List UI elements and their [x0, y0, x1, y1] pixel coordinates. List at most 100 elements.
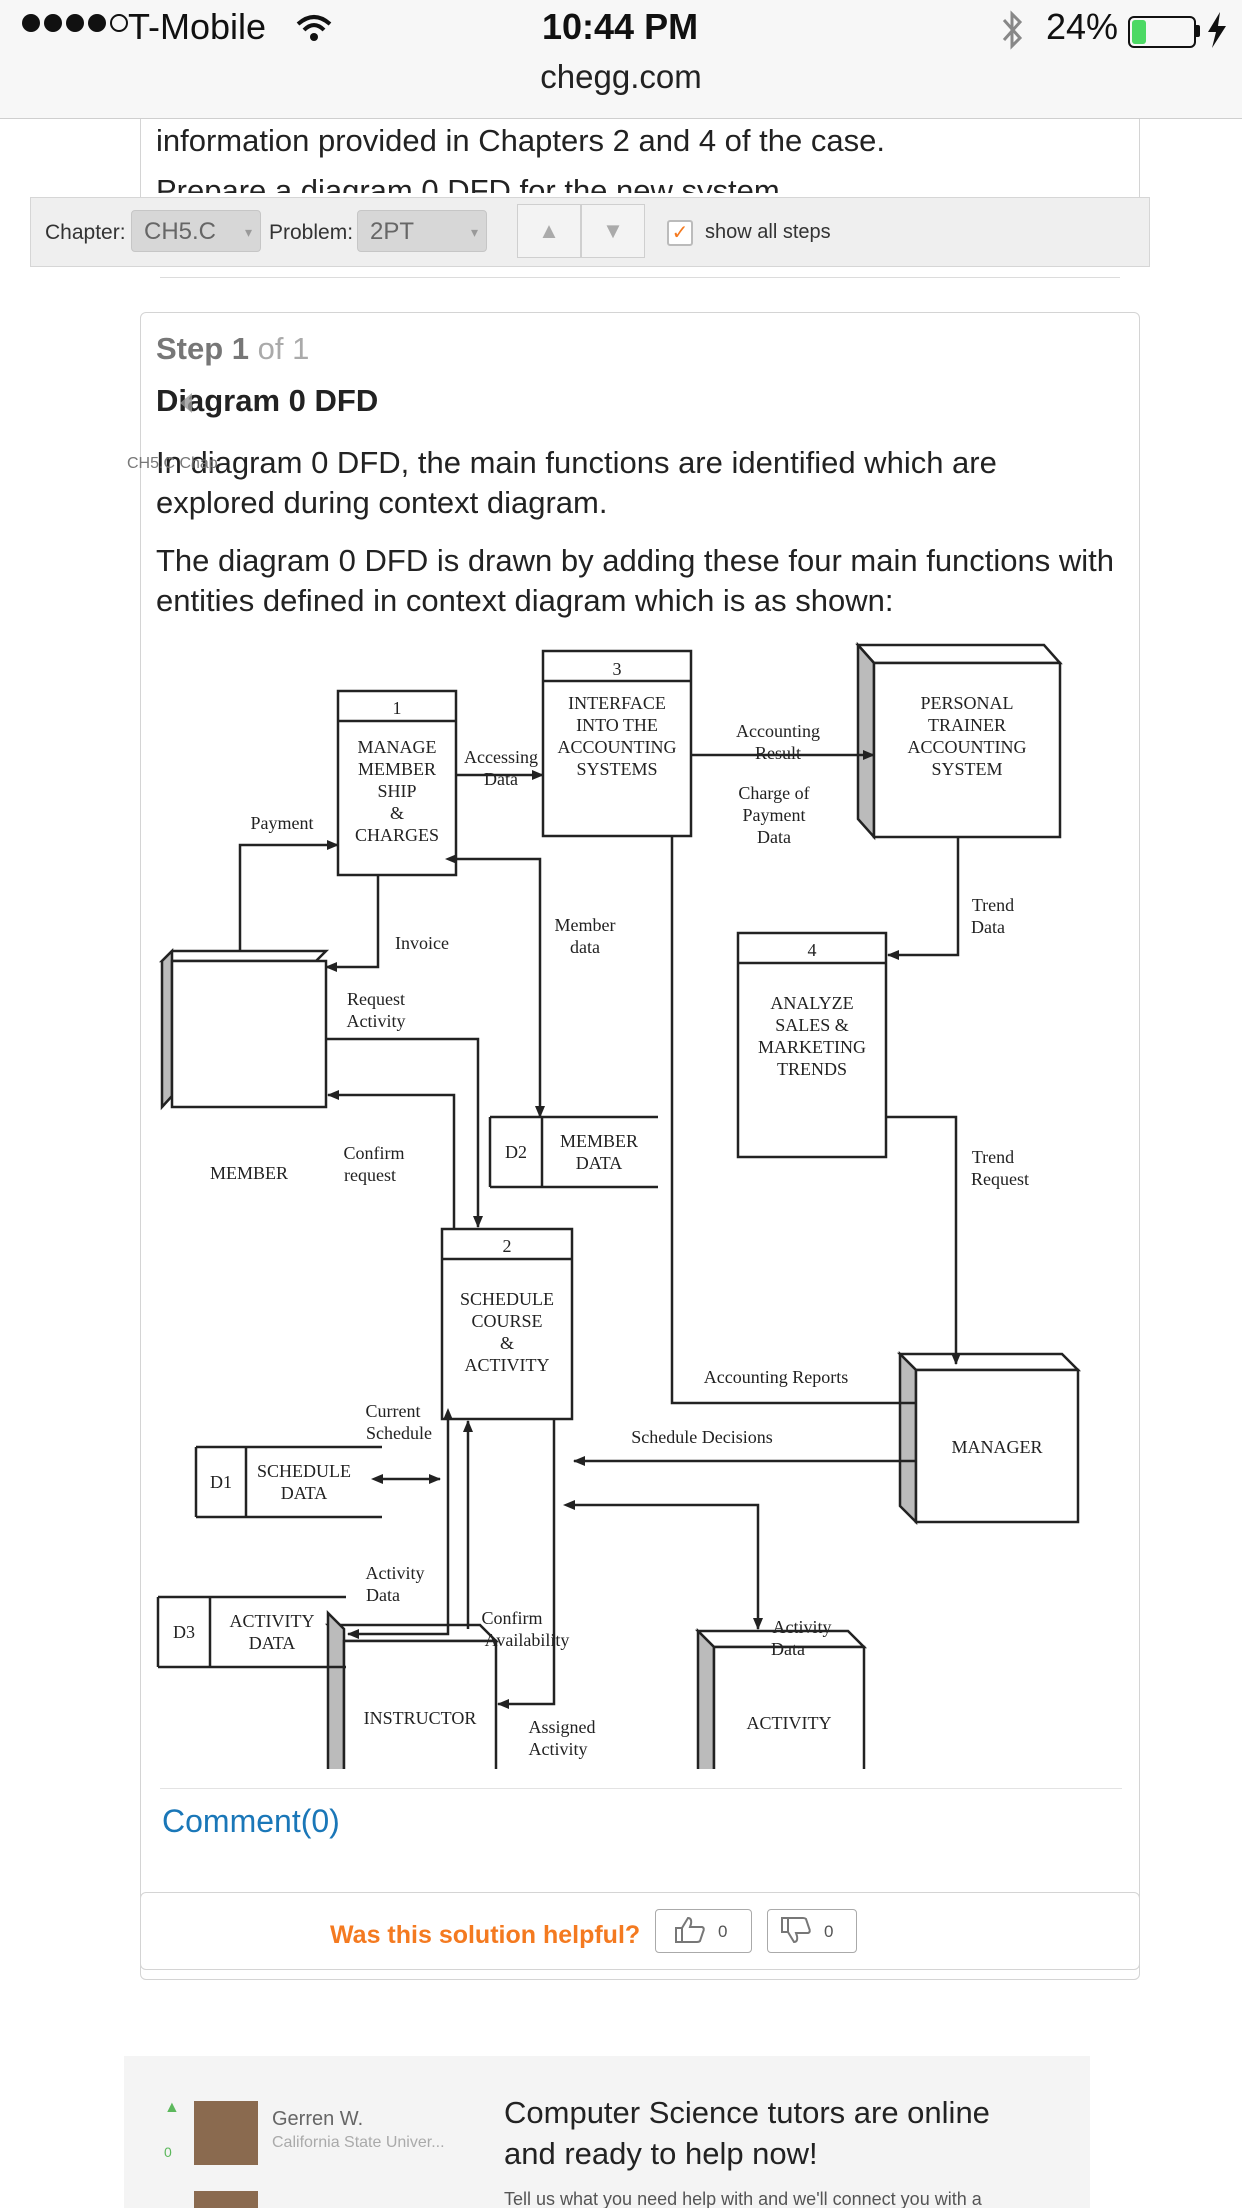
arrow-down-icon: ▼ — [602, 218, 624, 243]
process-3-line: ACCOUNTING — [558, 737, 677, 757]
entity-manager-label: MANAGER — [951, 1437, 1042, 1457]
entity-member-box — [162, 951, 326, 1107]
thumbs-down-count: 0 — [824, 1922, 833, 1942]
signal-dots-icon — [22, 14, 132, 37]
store-d2-id: D2 — [505, 1142, 527, 1162]
flow-label: Assigned — [529, 1717, 596, 1737]
step-paragraph-1: In diagram 0 DFD, the main functions are… — [156, 443, 1116, 523]
chevron-down-icon: ▾ — [471, 211, 478, 253]
process-4-line: ANALYZE — [770, 993, 853, 1013]
store-d2-line: MEMBER — [560, 1131, 638, 1151]
flow-label: Activity — [347, 1011, 406, 1031]
arrow-up-icon: ▲ — [538, 218, 560, 243]
problem-label: Problem: — [269, 221, 353, 245]
step-title: Step 1 of 1 — [156, 331, 309, 367]
process-3-number: 3 — [613, 659, 622, 679]
step-paragraph-2: The diagram 0 DFD is drawn by adding the… — [156, 541, 1116, 621]
charging-bolt-icon — [1206, 12, 1228, 48]
problem-select-value: 2PT — [370, 218, 414, 245]
flow-label: Charge of — [738, 783, 809, 803]
flow-label: Invoice — [395, 933, 449, 953]
chapter-select[interactable]: CH5.C ▾ — [131, 210, 261, 252]
flow-label: Schedule Decisions — [631, 1427, 772, 1447]
process-2-line: SCHEDULE — [460, 1289, 554, 1309]
chevron-down-icon: ▾ — [245, 211, 252, 253]
checkmark-icon: ✓ — [672, 222, 689, 244]
store-d1-line: DATA — [281, 1483, 328, 1503]
thumbs-up-count: 0 — [718, 1922, 727, 1942]
process-1-line: SHIP — [377, 781, 416, 801]
chapter-overlay-label: CH5.C Chap — [127, 455, 218, 473]
store-d3-line: ACTIVITY — [230, 1611, 315, 1631]
status-bar: T-Mobile 10:44 PM 24% chegg.com — [0, 0, 1242, 119]
flow-label: Data — [484, 769, 518, 789]
thumbs-up-button[interactable]: 0 — [655, 1909, 752, 1953]
entity-pts-line: SYSTEM — [931, 759, 1002, 779]
page-content: information provided in Chapters 2 and 4… — [0, 119, 1242, 2208]
entity-instructor-label: INSTRUCTOR — [364, 1708, 477, 1728]
address-bar-url[interactable]: chegg.com — [0, 58, 1242, 96]
process-4-line: MARKETING — [758, 1037, 866, 1057]
battery-tip — [1196, 25, 1200, 37]
show-all-steps-checkbox[interactable]: ✓ — [667, 220, 693, 246]
process-2-line: & — [500, 1333, 514, 1353]
dfd-diagram: 1 MANAGE MEMBER SHIP & CHARGES 3 INTERFA… — [150, 629, 1090, 1769]
flow-label: Data — [757, 827, 791, 847]
flow-label: Payment — [743, 805, 806, 825]
comment-link[interactable]: Comment(0) — [162, 1803, 340, 1840]
divider — [160, 1788, 1122, 1789]
next-step-button[interactable]: ▼ — [581, 204, 645, 258]
flow-label: Accessing — [464, 747, 538, 767]
process-3-line: INTO THE — [576, 715, 658, 735]
flow-label: Current — [366, 1401, 421, 1421]
thumbs-down-button[interactable]: 0 — [767, 1909, 857, 1953]
process-1-line: CHARGES — [355, 825, 439, 845]
thumbs-up-icon: ▲ — [164, 2099, 180, 2117]
entity-member-label: MEMBER — [210, 1163, 288, 1183]
store-d3-id: D3 — [173, 1622, 195, 1642]
process-4-line: SALES & — [775, 1015, 849, 1035]
flow-label: Trend — [972, 895, 1014, 915]
flow-label: Availability — [485, 1630, 570, 1650]
flow-label: Activity — [366, 1563, 425, 1583]
step-label: Step 1 — [156, 331, 249, 366]
entity-pts-line: TRAINER — [928, 715, 1006, 735]
tutor-avatar[interactable] — [194, 2191, 258, 2208]
previous-step-button[interactable]: ▲ — [517, 204, 581, 258]
flow-label: Request — [347, 989, 405, 1009]
flow-label: Member — [555, 915, 616, 935]
tutor-upvote-count: 0 — [164, 2144, 172, 2160]
show-all-steps-label: show all steps — [705, 221, 831, 244]
process-4-line: TRENDS — [777, 1059, 847, 1079]
tutors-headline: Computer Science tutors are online and r… — [504, 2092, 1024, 2174]
process-1-line: MEMBER — [358, 759, 436, 779]
process-4-number: 4 — [808, 940, 817, 960]
tutors-subtext: Tell us what you need help with and we'l… — [504, 2189, 982, 2208]
flow-label: Confirm — [344, 1143, 405, 1163]
process-3-line: INTERFACE — [568, 693, 666, 713]
helpful-question: Was this solution helpful? — [330, 1921, 640, 1950]
tutor-name[interactable]: Gerren W. — [272, 2108, 363, 2131]
flow-label: Schedule — [366, 1423, 432, 1443]
carrier-name: T-Mobile — [128, 6, 266, 48]
tutor-avatar[interactable] — [194, 2101, 258, 2165]
problem-select[interactable]: 2PT ▾ — [357, 210, 487, 252]
flow-label: Data — [771, 1639, 805, 1659]
process-2-line: ACTIVITY — [465, 1355, 550, 1375]
battery-percent: 24% — [1046, 6, 1118, 48]
process-3-line: SYSTEMS — [576, 759, 657, 779]
divider — [160, 277, 1120, 278]
flow-label: Result — [755, 743, 801, 763]
flow-label: Payment — [251, 813, 314, 833]
entity-pts-line: PERSONAL — [920, 693, 1013, 713]
store-d2-line: DATA — [576, 1153, 623, 1173]
question-text-line1: information provided in Chapters 2 and 4… — [156, 121, 885, 161]
flow-label: Data — [971, 917, 1005, 937]
question-text-line2: Prepare a diagram 0 DFD for the new syst… — [156, 171, 788, 193]
store-d3-line: DATA — [249, 1633, 296, 1653]
thumbs-up-icon — [674, 1916, 706, 1944]
tutor-school: California State Univer... — [272, 2134, 445, 2152]
clock-time: 10:44 PM — [542, 6, 698, 48]
entity-pts-line: ACCOUNTING — [908, 737, 1027, 757]
process-1-number: 1 — [393, 698, 402, 718]
